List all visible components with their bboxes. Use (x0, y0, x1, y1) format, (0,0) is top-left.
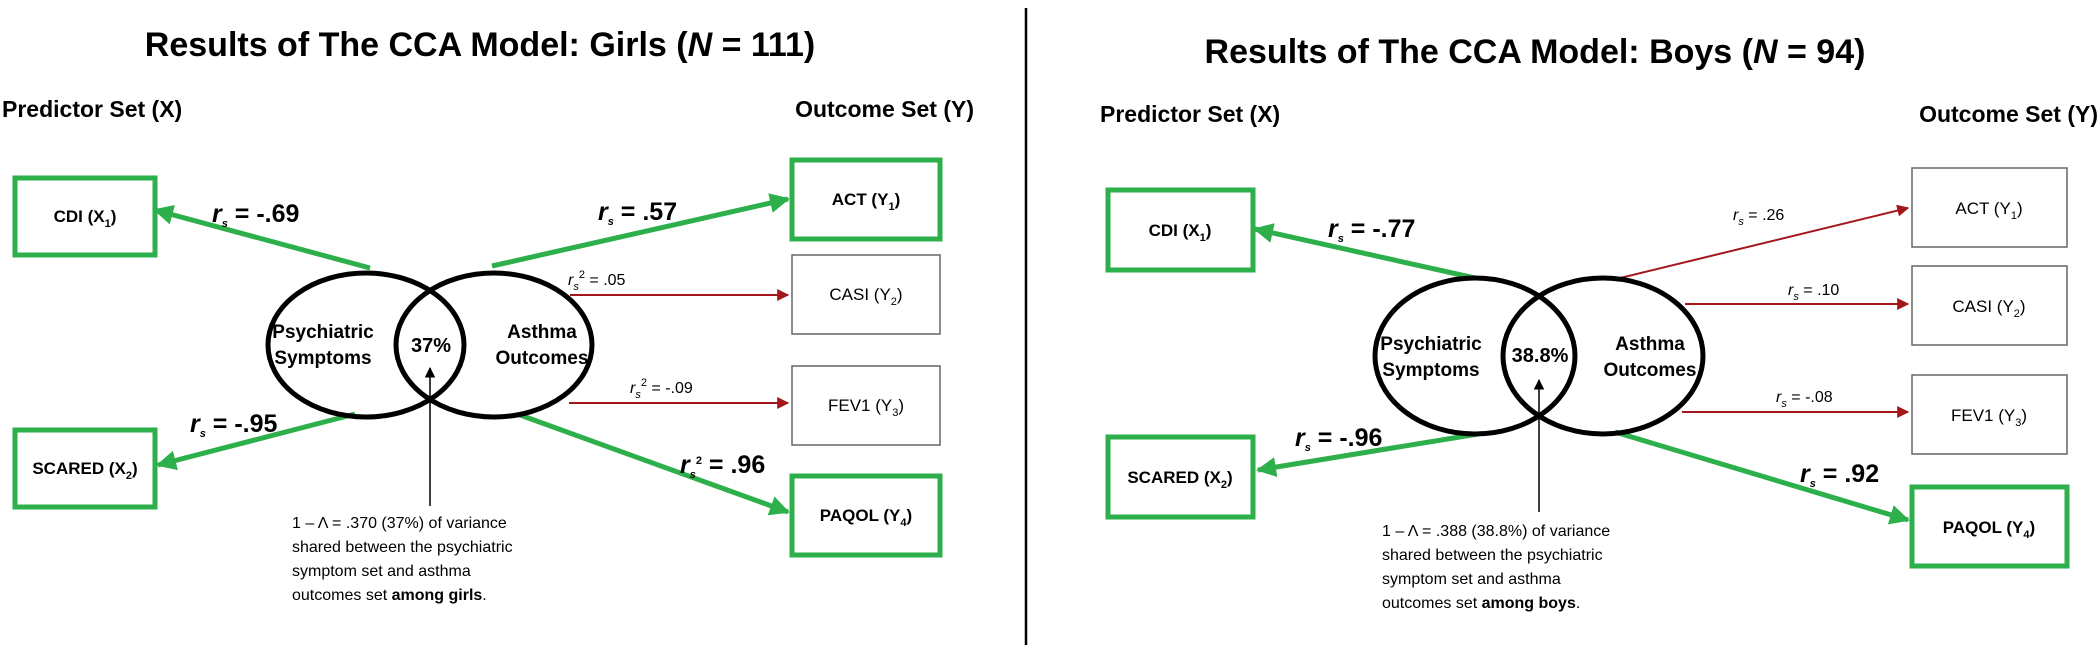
outcome-box-casi: CASI (Y2) (1911, 265, 2068, 346)
outcome-box-label: PAQOL (Y4) (1943, 518, 2035, 541)
outcome-box-label: ACT (Y1) (832, 190, 900, 213)
note-line: 1 – Λ = .388 (38.8%) of variance (1382, 523, 1610, 540)
coef-cdi: rs = -.69 (212, 200, 299, 230)
outcome-box-label: ACT (Y1) (1955, 199, 2022, 222)
outcome-set-label: Outcome Set (Y) (795, 96, 974, 122)
asthma-outcomes-ellipse (1500, 275, 1706, 437)
connector-paqol (1614, 429, 1910, 525)
note-line: symptom set and asthma (292, 563, 471, 580)
asthma-outcomes-ellipse (393, 270, 595, 420)
coef-fev1: rs2 = -.09 (630, 377, 693, 401)
coef-paqol: rs2 = .96 (680, 451, 765, 481)
coef-act: rs = .57 (598, 198, 677, 228)
coef-fev1: rs = -.08 (1776, 389, 1833, 410)
panel-title: Results of The CCA Model: Boys (N = 94) (1205, 33, 1866, 71)
psychiatric-symptoms-label-1: Psychiatric (1380, 334, 1482, 355)
predictor-set-label: Predictor Set (X) (2, 96, 182, 122)
psychiatric-symptoms-label-1: Psychiatric (272, 322, 374, 343)
connector-act (1611, 204, 1910, 281)
psychiatric-symptoms-label-2: Symptoms (274, 348, 371, 369)
predictor-box-label: SCARED (X2) (1127, 468, 1232, 491)
connector-act (491, 193, 790, 269)
outcome-box-fev1: FEV1 (Y3) (1911, 374, 2068, 455)
outcome-box-fev1: FEV1 (Y3) (791, 365, 941, 446)
coef-paqol: rs = .92 (1800, 460, 1879, 490)
predictor-box-cdi: CDI (X1) (1105, 187, 1256, 273)
asthma-outcomes-label-1: Asthma (507, 322, 577, 343)
outcome-set-label: Outcome Set (Y) (1919, 101, 2098, 127)
outcome-box-label: CASI (Y2) (1952, 297, 2025, 320)
outcome-box-paqol: PAQOL (Y4) (1909, 484, 2070, 569)
predictor-box-scared: SCARED (X2) (1105, 434, 1256, 520)
outcome-box-label: CASI (Y2) (829, 285, 902, 308)
panel-boys: Results of The CCA Model: Boys (N = 94) … (1100, 33, 2098, 612)
note-line: outcomes set among girls. (292, 587, 487, 604)
connector-scared (1256, 431, 1479, 477)
outcome-box-act: ACT (Y1) (789, 157, 943, 242)
outcome-box-paqol: PAQOL (Y4) (789, 473, 943, 558)
predictor-set-label: Predictor Set (X) (1100, 101, 1280, 127)
coef-cdi: rs = -.77 (1328, 215, 1415, 245)
psychiatric-symptoms-label-2: Symptoms (1382, 360, 1479, 381)
note-line: symptom set and asthma (1382, 571, 1561, 588)
psychiatric-symptoms-ellipse (265, 270, 467, 420)
coef-scared: rs = -.95 (190, 410, 278, 440)
variance-note: 1 – Λ = .388 (38.8%) of variance shared … (1382, 523, 1610, 612)
outcome-box-label: FEV1 (Y3) (1951, 406, 2027, 429)
predictor-box-scared: SCARED (X2) (12, 427, 158, 510)
outcome-box-act: ACT (Y1) (1911, 167, 2068, 248)
panel-title: Results of The CCA Model: Girls (N = 111… (145, 26, 815, 64)
predictor-box-label: CDI (X1) (54, 207, 117, 230)
overlap-percentage: 38.8% (1512, 345, 1569, 367)
asthma-outcomes-label-2: Outcomes (496, 348, 589, 369)
coef-casi: rs = .10 (1788, 282, 1839, 303)
panel-girls: Results of The CCA Model: Girls (N = 111… (2, 26, 974, 604)
outcome-box-label: PAQOL (Y4) (820, 506, 912, 529)
connector-scared (156, 411, 356, 471)
asthma-outcomes-label-2: Outcomes (1604, 360, 1697, 381)
predictor-box-label: CDI (X1) (1149, 221, 1212, 244)
predictor-box-cdi: CDI (X1) (12, 175, 158, 258)
asthma-outcomes-label-1: Asthma (1615, 334, 1685, 355)
note-line: shared between the psychiatric (292, 539, 513, 556)
psychiatric-symptoms-ellipse (1372, 275, 1578, 437)
connector-cdi (1253, 223, 1476, 281)
note-line: 1 – Λ = .370 (37%) of variance (292, 515, 507, 532)
coef-scared: rs = -.96 (1295, 424, 1382, 454)
outcome-box-label: FEV1 (Y3) (828, 396, 904, 419)
outcome-box-casi: CASI (Y2) (791, 254, 941, 335)
overlap-percentage: 37% (411, 335, 451, 357)
note-line: outcomes set among boys. (1382, 595, 1580, 612)
connector-paqol (519, 412, 790, 516)
predictor-box-label: SCARED (X2) (32, 459, 137, 482)
coef-act: rs = .26 (1733, 207, 1784, 228)
note-line: shared between the psychiatric (1382, 547, 1603, 564)
connector-cdi (153, 205, 371, 271)
variance-note: 1 – Λ = .370 (37%) of variance shared be… (292, 515, 513, 604)
coef-casi: rs2 = .05 (568, 269, 626, 293)
